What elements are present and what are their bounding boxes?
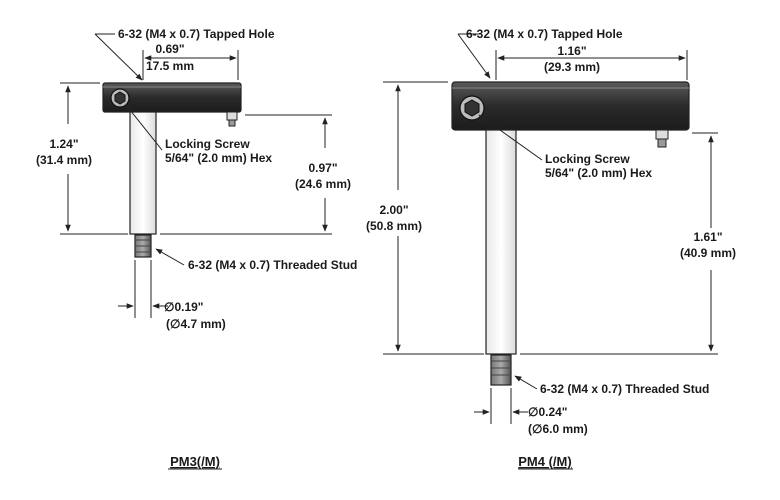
pm3-dia-mm: (∅4.7 mm)	[166, 317, 226, 331]
pm3-locking-screw-icon	[110, 88, 130, 108]
pm4-post	[485, 129, 517, 355]
pm3-height-in: 1.24"	[49, 137, 78, 151]
pm4-post-in: 1.61"	[693, 230, 722, 244]
pm4-locking-screw-label: Locking Screw	[545, 152, 630, 166]
pm3-post-in: 0.97"	[308, 161, 337, 175]
pm4-hex-label: 5/64" (2.0 mm) Hex	[545, 166, 652, 180]
pm4-threaded-stud	[490, 354, 512, 386]
pm3-drawing: 6-32 (M4 x 0.7) Tapped Hole 0.69" 17.5 m…	[36, 27, 357, 470]
pm3-width-mm: 17.5 mm	[146, 59, 194, 73]
pm4-title: PM4 (/M)	[518, 454, 571, 469]
pm3-locking-screw-label: Locking Screw	[165, 137, 250, 151]
pm4-dia-mm: (∅6.0 mm)	[528, 422, 588, 436]
pm4-width-in: 1.16"	[557, 44, 586, 58]
pm3-clamp-block	[102, 82, 242, 113]
pm3-dia-in: ∅0.19"	[164, 300, 204, 314]
pm4-post-mm: (40.9 mm)	[680, 246, 736, 260]
pm3-width-in: 0.69"	[155, 42, 184, 56]
pm4-tapped-hole-label: 6-32 (M4 x 0.7) Tapped Hole	[466, 27, 623, 41]
pm4-clamp-block	[451, 81, 690, 131]
pm3-tapped-hole-label: 6-32 (M4 x 0.7) Tapped Hole	[118, 27, 275, 41]
pm3-post-mm: (24.6 mm)	[295, 177, 351, 191]
pm4-locking-screw-icon	[459, 95, 485, 121]
pm3-height-mm: (31.4 mm)	[36, 153, 92, 167]
pm3-post	[129, 111, 157, 235]
pm4-stud-label: 6-32 (M4 x 0.7) Threaded Stud	[540, 382, 709, 396]
pm4-height-mm: (50.8 mm)	[366, 219, 422, 233]
pm4-width-mm: (29.3 mm)	[544, 60, 600, 74]
pm3-title: PM3(/M)	[170, 454, 220, 469]
pm4-drawing: 6-32 (M4 x 0.7) Tapped Hole 1.16" (29.3 …	[366, 27, 736, 470]
pm3-stud-label: 6-32 (M4 x 0.7) Threaded Stud	[188, 258, 357, 272]
pm3-hex-label: 5/64" (2.0 mm) Hex	[165, 151, 272, 165]
pm4-dia-in: ∅0.24"	[528, 405, 568, 419]
pm4-height-in: 2.00"	[379, 203, 408, 217]
